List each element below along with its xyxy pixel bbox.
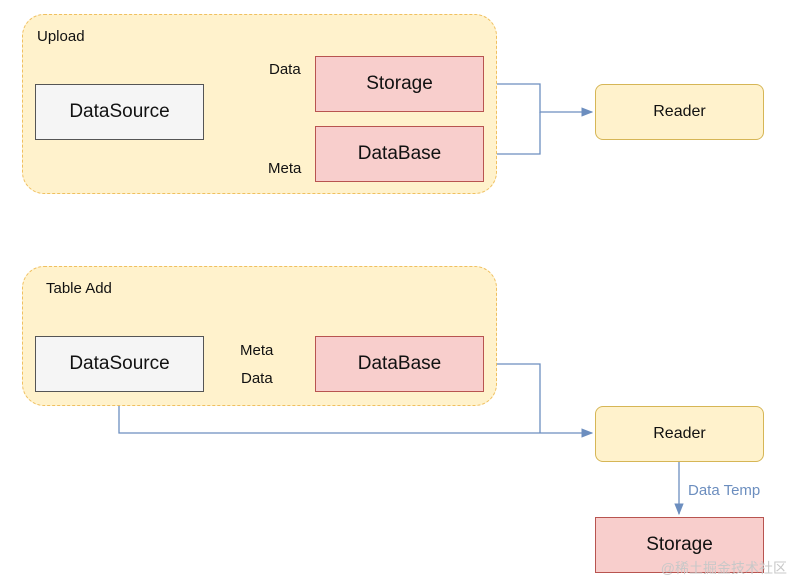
edge-upload-storage-to-reader (484, 83, 594, 117)
upload-edge-label-meta: Meta (268, 160, 302, 177)
upload-edge-label-data: Data (269, 61, 301, 78)
table-add-reader-node[interactable]: Reader (595, 406, 764, 462)
table-add-edge-label-data: Data (241, 370, 273, 387)
upload-storage-node[interactable]: Storage (315, 56, 484, 112)
table-add-datasource-node[interactable]: DataSource (35, 336, 204, 392)
table-add-database-node[interactable]: DataBase (315, 336, 484, 392)
table-add-storage-node[interactable]: Storage (595, 517, 764, 573)
upload-database-node[interactable]: DataBase (315, 126, 484, 182)
upload-reader-node[interactable]: Reader (595, 84, 764, 140)
edge-tableadd-database-to-reader (484, 363, 541, 433)
upload-group-title: Upload (37, 28, 85, 45)
table-add-group-title: Table Add (46, 280, 112, 297)
upload-datasource-node[interactable]: DataSource (35, 84, 204, 140)
edge-upload-database-to-reader (484, 112, 541, 155)
watermark: @稀土掘金技术社区 (660, 560, 787, 576)
edge-label-data-temp: Data Temp (688, 482, 761, 499)
table-add-edge-label-meta: Meta (240, 342, 274, 359)
